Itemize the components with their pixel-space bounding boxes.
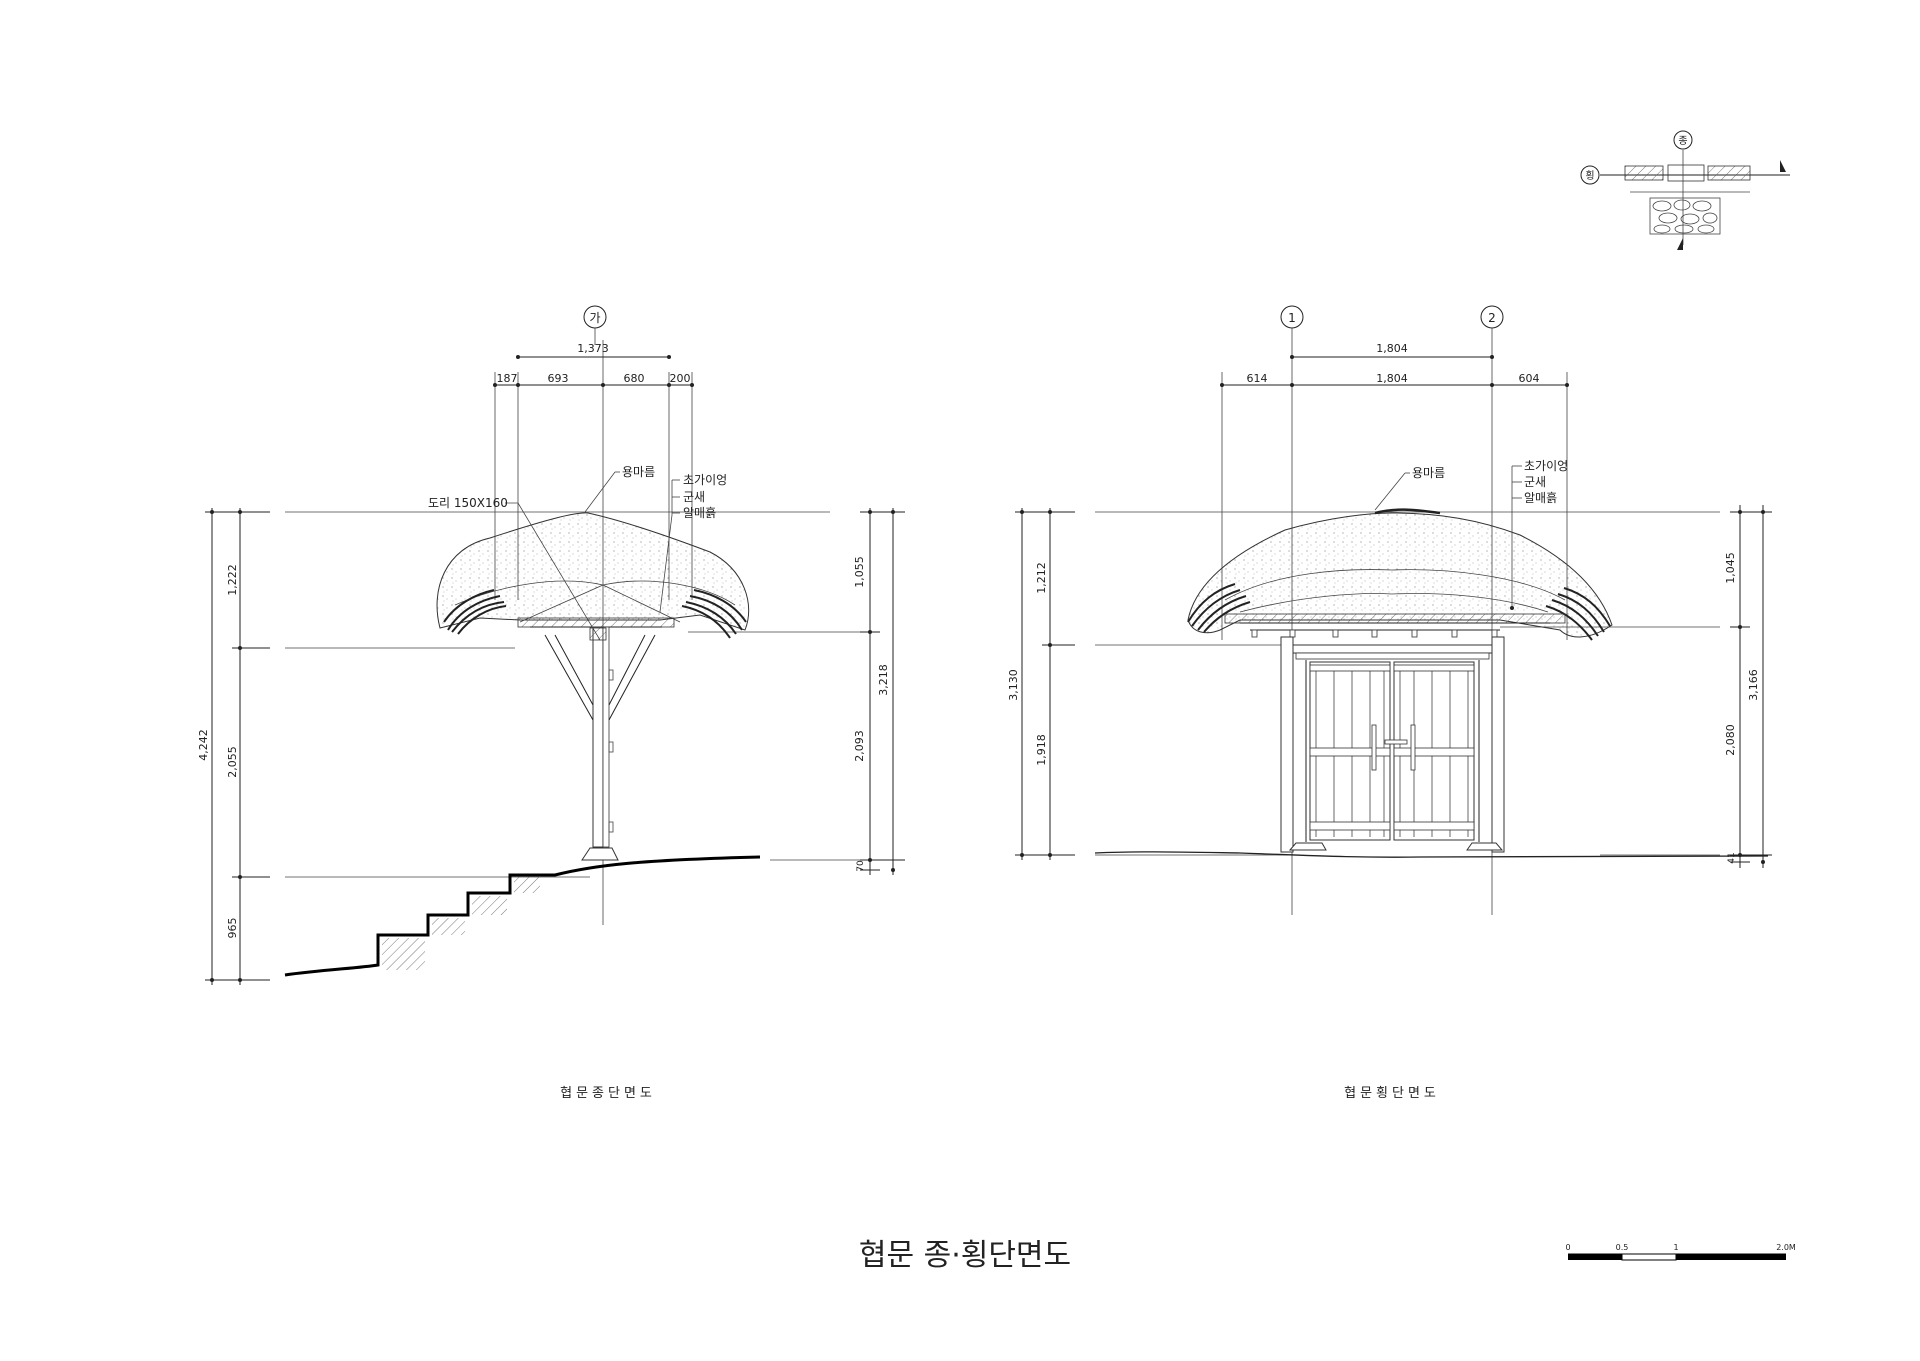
long-left-dim-1: 1,222: [226, 564, 239, 596]
long-left-dim-2: 2,055: [226, 746, 239, 778]
long-top-dim-1: 187: [497, 372, 518, 385]
key-plan-label-cross: 횡: [1585, 170, 1594, 182]
sheet-title: 협문 종·횡단면도: [859, 1238, 1071, 1273]
long-section-drawing: [205, 305, 905, 985]
cross-right-dim-3: 41: [1727, 852, 1737, 863]
cross-top-overall-dim: 1,804: [1376, 342, 1408, 355]
key-plan: 횡 종: [1580, 130, 1790, 250]
long-top-dim-3: 680: [624, 372, 645, 385]
cross-thatch-eave-left: [1187, 583, 1251, 633]
long-section-caption: 협문종단면도: [560, 1086, 656, 1101]
cross-top-dim-3: 604: [1519, 372, 1540, 385]
cross-right-dim-1: 1,045: [1724, 552, 1737, 584]
scale-tick-0: 0: [1565, 1243, 1570, 1252]
cross-label-ridge: 용마름: [1412, 466, 1445, 480]
key-plan-tag-cross: 횡: [1580, 165, 1600, 185]
scale-bar: 0 0.5 1 2.0M: [1565, 1243, 1796, 1261]
grid-label-2: 2: [1488, 311, 1496, 325]
grid-label-1: 1: [1288, 311, 1296, 325]
long-right-total-dim: 3,218: [877, 664, 890, 696]
key-plan-stonework: [1649, 197, 1721, 235]
cross-thatch-eave-right: [1545, 587, 1611, 641]
long-label-reed: 군새: [683, 490, 705, 504]
long-label-purlin: 도리 150X160: [428, 496, 508, 510]
scale-tick-0-5: 0.5: [1616, 1243, 1629, 1252]
cross-right-dim-2: 2,080: [1724, 724, 1737, 756]
long-thatch-eave-left: [443, 589, 507, 635]
cross-left-dim-2: 1,918: [1035, 734, 1048, 766]
cross-right-total-dim: 3,166: [1747, 669, 1760, 701]
grid-label-ga: 가: [589, 311, 600, 325]
cross-label-mud: 알매흙: [1524, 491, 1557, 505]
cross-top-dim-2: 1,804: [1376, 372, 1408, 385]
long-top-dim-4: 200: [670, 372, 691, 385]
scale-tick-2: 2.0M: [1776, 1243, 1796, 1252]
cross-label-reed: 군새: [1524, 475, 1546, 489]
cross-left-dim-1: 1,212: [1035, 562, 1048, 594]
cross-top-dim-1: 614: [1247, 372, 1268, 385]
long-right-dim-1: 1,055: [853, 556, 866, 588]
long-label-ridge: 용마름: [622, 465, 655, 479]
long-left-total-dim: 4,242: [197, 729, 210, 761]
long-top-overall-dim: 1,373: [577, 342, 609, 355]
cross-section-caption: 협문횡단면도: [1344, 1086, 1440, 1101]
long-thatch-eave-right: [681, 589, 747, 639]
long-left-dim-3: 965: [226, 918, 239, 939]
long-right-dim-2: 2,093: [853, 730, 866, 762]
scale-tick-1: 1: [1673, 1243, 1678, 1252]
long-label-thatch: 초가이엉: [683, 473, 727, 487]
cross-label-thatch: 초가이엉: [1524, 459, 1568, 473]
cross-section-annotations: 1 2 1,804 614 1,804 604 3,130 1,212 1,91…: [1007, 311, 1760, 1101]
long-right-dim-3: 70: [856, 860, 866, 872]
key-plan-label-long: 종: [1678, 135, 1687, 147]
cross-left-total-dim: 3,130: [1007, 669, 1020, 701]
long-label-mud: 알매흙: [683, 506, 716, 520]
cross-section-drawing: [1015, 305, 1772, 915]
long-top-dim-2: 693: [548, 372, 569, 385]
long-section-annotations: 가 1,373 187 693 680 200 4,242 1,222 2,05…: [197, 311, 890, 1101]
key-plan-tag-long: 종: [1673, 130, 1693, 150]
